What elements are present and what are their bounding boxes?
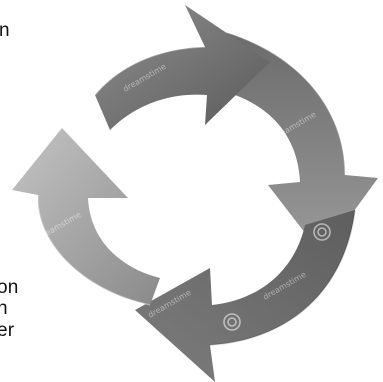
arrow-top-segment	[95, 5, 270, 130]
